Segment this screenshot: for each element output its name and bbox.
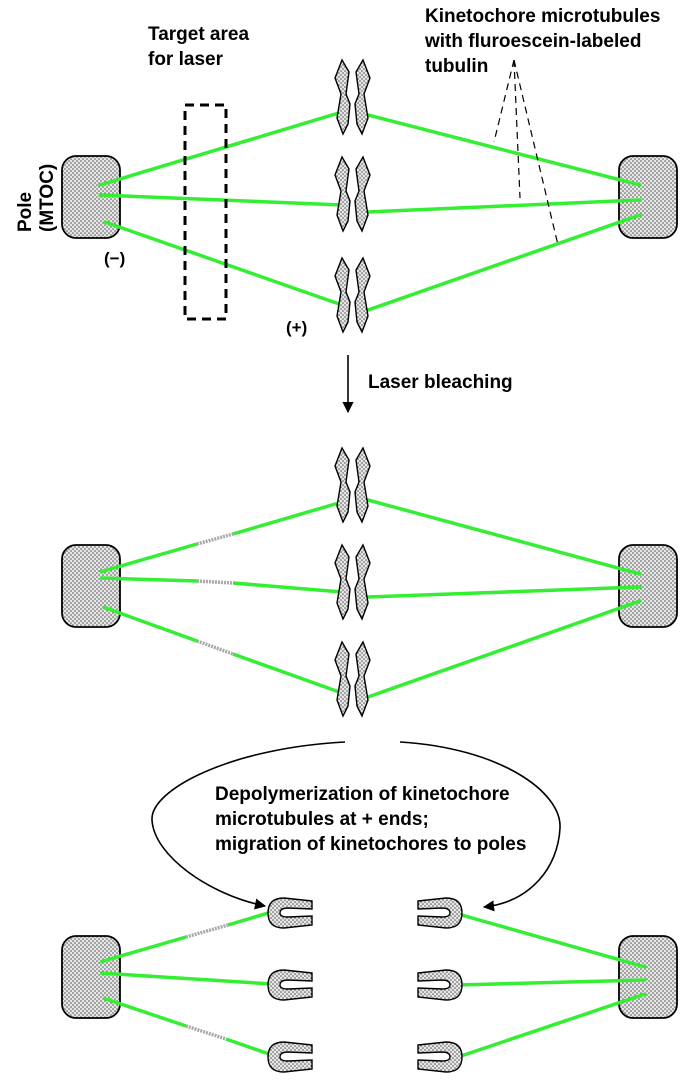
chromosome-2 <box>334 544 371 620</box>
depoly-label-line1: Depolymerization of kinetochore <box>215 784 510 805</box>
panel-before-bleaching: Kinetochore microtubules with fluroescei… <box>15 6 678 337</box>
chromosome-2 <box>334 156 371 232</box>
label-pointer-lines <box>493 59 559 246</box>
plus-end-label: (+) <box>286 318 307 337</box>
laser-target-area <box>183 103 228 321</box>
microtubules-left <box>99 500 343 695</box>
target-label-line1: Target area <box>148 24 249 45</box>
panel-anaphase <box>61 897 678 1073</box>
kmt-label-line1: Kinetochore microtubules <box>425 6 660 27</box>
microtubules-right <box>366 113 642 312</box>
minus-end-label: (−) <box>104 249 125 268</box>
curved-arrow-left-icon <box>151 741 346 910</box>
kinetochore-half-left-3 <box>267 1041 313 1073</box>
target-label-line2: for laser <box>148 49 224 70</box>
kmt-label-line2: with fluroescein-labeled <box>424 31 641 52</box>
depoly-label-line2: microtubules at + ends; <box>215 809 429 830</box>
microtubules-right <box>366 498 642 699</box>
kinetochore-half-right-3 <box>417 1041 463 1073</box>
right-pole <box>618 544 678 628</box>
left-pole <box>61 544 121 628</box>
curved-arrow-right-icon <box>399 741 561 912</box>
chromosome-1 <box>334 59 371 135</box>
microtubules-right <box>456 912 647 1059</box>
kmt-label-line3: tubulin <box>425 56 488 77</box>
right-pole <box>618 155 678 239</box>
microtubules-left <box>99 909 276 1057</box>
panel-after-bleaching <box>61 447 678 717</box>
right-pole <box>618 935 678 1019</box>
kinetochore-half-left-2 <box>267 969 313 1001</box>
chromosome-3 <box>334 257 371 333</box>
laser-bleaching-step: Laser bleaching <box>342 355 513 414</box>
depoly-label-line3: migration of kinetochores to poles <box>215 834 526 855</box>
left-pole <box>61 935 121 1019</box>
pole-label-line2: (MTOC) <box>37 164 58 232</box>
chromosome-1 <box>334 447 371 523</box>
laser-bleaching-label: Laser bleaching <box>368 372 513 393</box>
kinetochore-half-left-1 <box>267 897 313 929</box>
migration-arrows <box>151 741 561 912</box>
chromosome-3 <box>334 641 371 717</box>
kinetochore-half-right-2 <box>417 969 463 1001</box>
kinetochore-half-right-1 <box>417 897 463 929</box>
microtubules-left <box>98 110 344 307</box>
pole-label-line1: Pole <box>15 192 36 232</box>
